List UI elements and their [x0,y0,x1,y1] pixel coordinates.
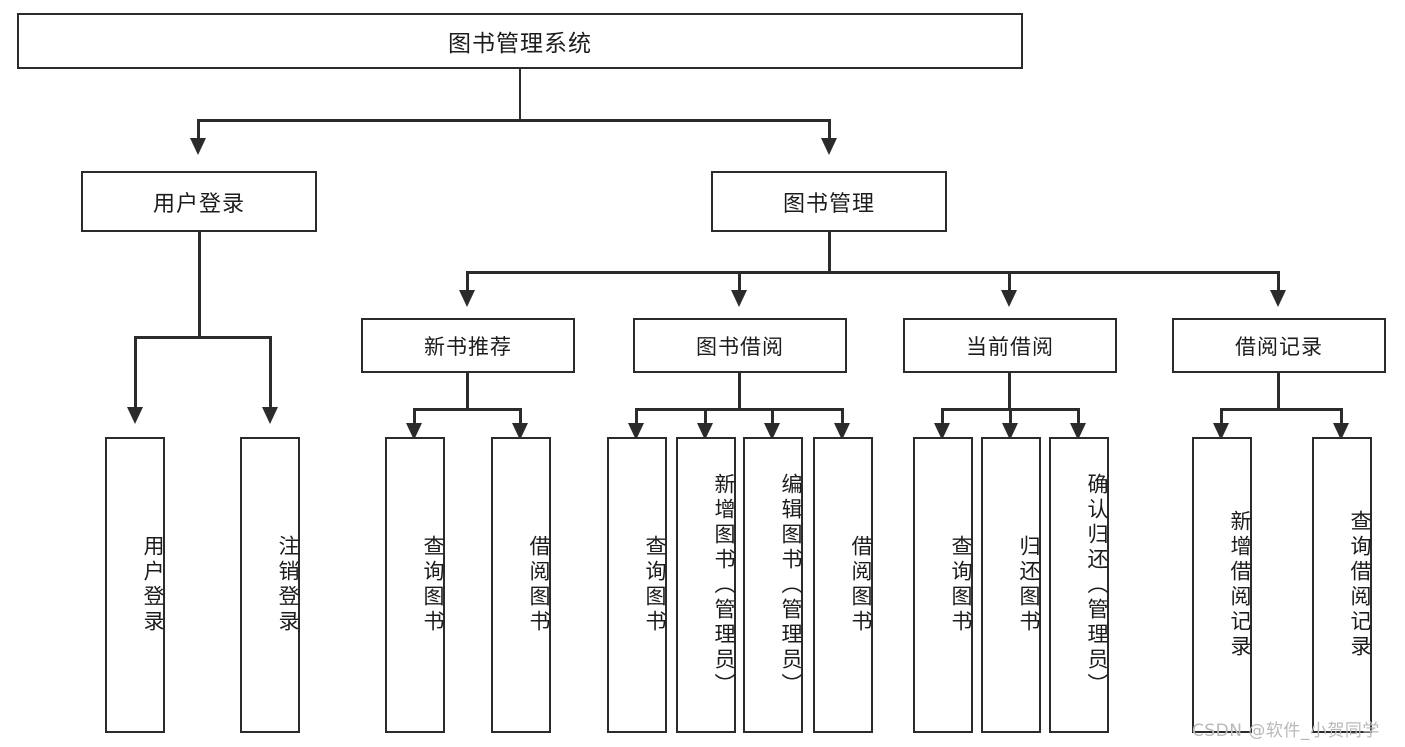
edge-borrow-record-stem [1277,373,1280,409]
node-label: 新书推荐 [424,334,512,359]
leaf-label: 借阅图书 [527,535,551,635]
edge-current-borrow-stem [1008,373,1011,409]
arrowhead-leaf-add-record [1213,423,1229,440]
edge-user-login-leaf1 [134,336,137,410]
leaf-logout[interactable]: 注销登录 [240,437,300,733]
leaf-add-borrow-record[interactable]: 新增借阅记录 [1192,437,1252,733]
arrowhead-leaf-query-record [1333,423,1349,440]
edge-to-current-borrow [1008,271,1011,293]
leaf-query-book-recommend[interactable]: 查询图书 [385,437,445,733]
node-label: 用户登录 [152,191,245,217]
node-root-system[interactable]: 图书管理系统 [17,13,1023,69]
arrowhead-leaf-borrow-book-2 [834,423,850,440]
node-user-login[interactable]: 用户登录 [81,171,317,232]
edge-to-borrow-record [1277,271,1280,293]
edge-root-stem [519,69,521,120]
leaf-add-book[interactable]: 新增图书（管理员） [676,437,736,733]
leaf-borrow-book[interactable]: 借阅图书 [813,437,873,733]
leaf-label: 注销登录 [276,535,300,635]
watermark-csdn: CSDN @软件_小贺同学 [1192,721,1380,741]
arrowhead-leaf-confirm-return [1070,423,1086,440]
arrowhead-user-login [190,138,206,155]
node-borrow-record[interactable]: 借阅记录 [1172,318,1386,373]
edge-new-book-stem [466,373,469,409]
edge-level3-bus [467,271,1280,274]
edge-to-book-borrow [738,271,741,293]
edge-new-book-leaf1 [413,408,416,430]
leaf-label: 编辑图书（管理员） [779,472,803,698]
leaf-label: 归还图书 [1017,535,1041,635]
leaf-label: 查询借阅记录 [1348,510,1372,660]
edge-new-book-bus [414,408,522,411]
edge-to-new-book [466,271,469,293]
edge-book-manage-stem [828,232,831,272]
leaf-user-login[interactable]: 用户登录 [105,437,165,733]
edge-current-borrow-leaf3 [1077,408,1080,430]
leaf-edit-book[interactable]: 编辑图书（管理员） [743,437,803,733]
arrowhead-leaf-edit-book [764,423,780,440]
leaf-query-book-current[interactable]: 查询图书 [913,437,973,733]
edge-book-borrow-leaf2 [704,408,707,430]
edge-new-book-leaf2 [519,408,522,430]
node-label: 图书管理系统 [448,31,592,57]
edge-to-book-manage [828,119,831,141]
arrowhead-leaf-logout [262,407,278,424]
node-new-book-recommend[interactable]: 新书推荐 [361,318,575,373]
node-label: 图书管理 [782,191,875,217]
leaf-label: 确认归还（管理员） [1085,472,1109,698]
leaf-label: 查询图书 [949,535,973,635]
edge-user-login-leaf2 [269,336,272,410]
edge-book-borrow-stem [738,373,741,409]
leaf-label: 借阅图书 [849,535,873,635]
leaf-label: 用户登录 [141,535,165,635]
leaf-borrow-book-recommend[interactable]: 借阅图书 [491,437,551,733]
edge-book-borrow-leaf4 [841,408,844,430]
edge-current-borrow-leaf2 [1009,408,1012,430]
arrowhead-leaf-return-book [1002,423,1018,440]
leaf-label: 查询图书 [643,535,667,635]
leaf-confirm-return[interactable]: 确认归还（管理员） [1049,437,1109,733]
edge-current-borrow-leaf1 [941,408,944,430]
arrowhead-leaf-user-login [127,407,143,424]
arrowhead-book-borrow [731,290,747,307]
arrowhead-leaf-query-book-3 [934,423,950,440]
leaf-return-book[interactable]: 归还图书 [981,437,1041,733]
edge-book-borrow-leaf1 [635,408,638,430]
edge-borrow-record-leaf1 [1220,408,1223,430]
node-book-manage[interactable]: 图书管理 [711,171,947,232]
leaf-label: 查询图书 [421,535,445,635]
node-book-borrow[interactable]: 图书借阅 [633,318,847,373]
leaf-label: 新增借阅记录 [1228,510,1252,660]
node-label: 借阅记录 [1235,334,1323,359]
arrowhead-new-book [459,290,475,307]
edge-user-login-stem [198,232,201,337]
edge-book-borrow-bus [636,408,844,411]
edge-level2-bus [198,119,831,122]
arrowhead-leaf-add-book [697,423,713,440]
arrowhead-leaf-query-book-1 [406,423,422,440]
arrowhead-leaf-borrow-book-1 [512,423,528,440]
edge-borrow-record-bus [1221,408,1342,411]
edge-borrow-record-leaf2 [1340,408,1343,430]
edge-user-login-bus [135,336,271,339]
leaf-query-borrow-record[interactable]: 查询借阅记录 [1312,437,1372,733]
arrowhead-borrow-record [1270,290,1286,307]
edge-to-user-login [197,119,200,141]
leaf-query-book-borrow[interactable]: 查询图书 [607,437,667,733]
node-label: 当前借阅 [966,334,1054,359]
edge-book-borrow-leaf3 [771,408,774,430]
node-current-borrow[interactable]: 当前借阅 [903,318,1117,373]
arrowhead-book-manage [821,138,837,155]
arrowhead-current-borrow [1001,290,1017,307]
node-label: 图书借阅 [696,334,784,359]
arrowhead-leaf-query-book-2 [628,423,644,440]
leaf-label: 新增图书（管理员） [712,472,736,698]
